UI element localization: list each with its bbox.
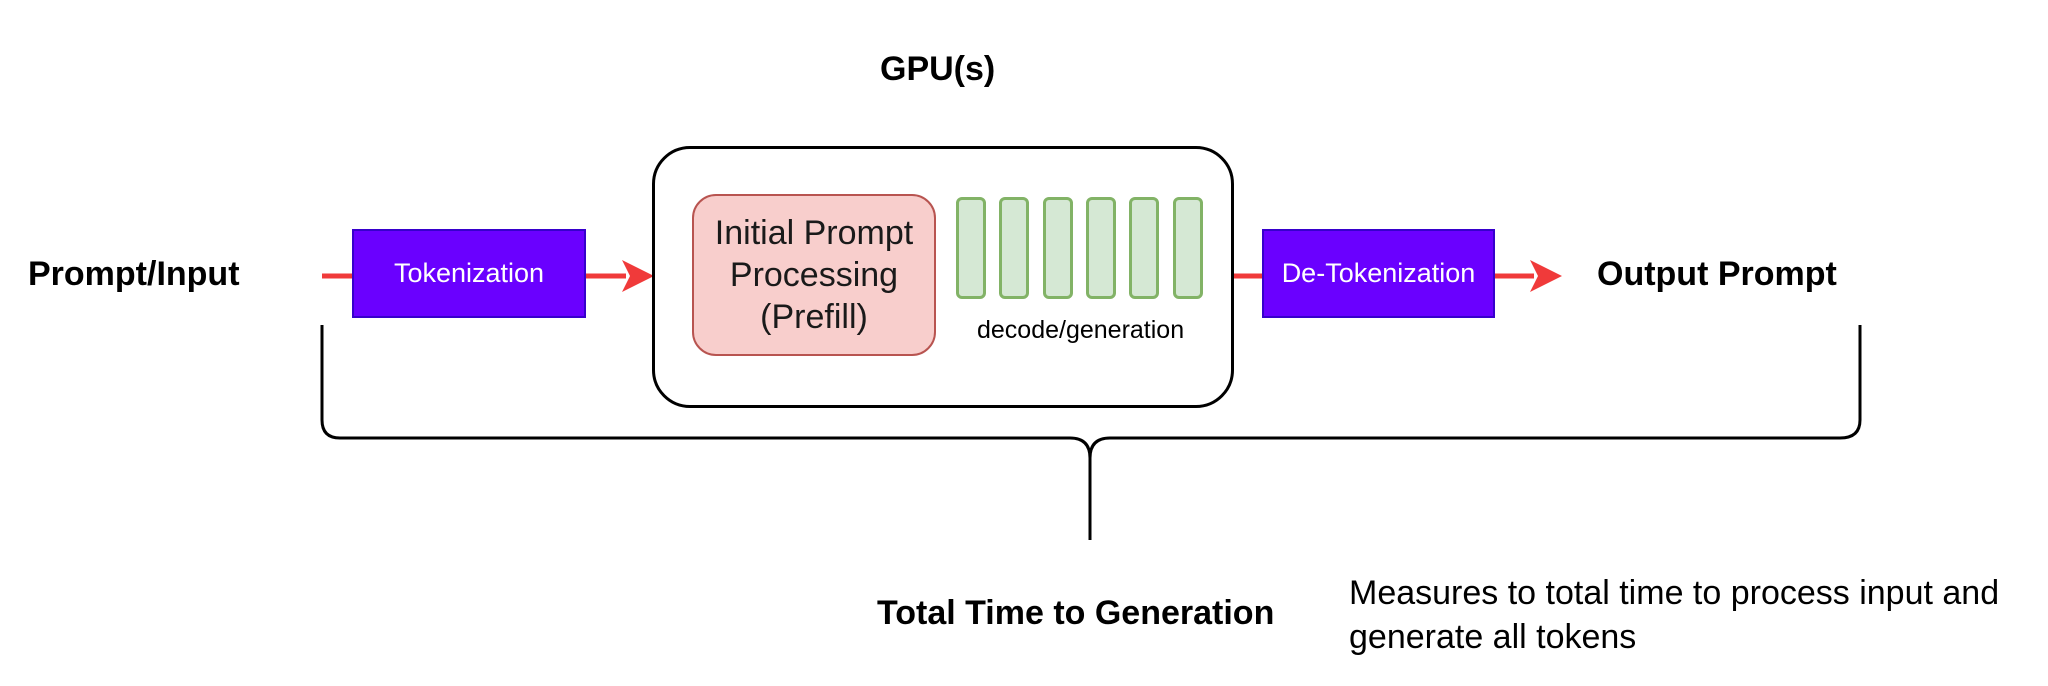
detokenization-box: De-Tokenization [1262, 229, 1495, 318]
prefill-line-2: Processing [729, 256, 899, 294]
decode-token [1173, 197, 1203, 299]
decode-token [1043, 197, 1073, 299]
decode-token [999, 197, 1029, 299]
decode-label: decode/generation [977, 316, 1185, 344]
tokenization-box: Tokenization [352, 229, 586, 318]
input-label: Prompt/Input [28, 255, 240, 293]
description-line-1: Measures to total time to process input … [1349, 574, 2000, 612]
total-time-label: Total Time to Generation [877, 594, 1275, 632]
detokenization-label: De-Tokenization [1281, 258, 1476, 288]
prefill-box: Initial Prompt Processing (Prefill) [692, 194, 936, 356]
description-line-2: generate all tokens [1349, 618, 1637, 656]
gpu-label: GPU(s) [880, 50, 996, 88]
tokenization-label: Tokenization [393, 258, 545, 288]
decode-token [956, 197, 986, 299]
total-time-brace [320, 325, 1862, 540]
decode-token [1129, 197, 1159, 299]
detokenize-to-output-arrowhead [1530, 260, 1562, 292]
prefill-line-3: (Prefill) [760, 298, 868, 336]
tokenize-to-gpu-arrowhead [622, 260, 654, 292]
prefill-line-1: Initial Prompt [714, 214, 914, 252]
output-label: Output Prompt [1597, 255, 1837, 293]
decode-token [1086, 197, 1116, 299]
total-time-description: Measures to total time to process input … [1349, 571, 1999, 659]
gpu-container [652, 146, 1234, 408]
